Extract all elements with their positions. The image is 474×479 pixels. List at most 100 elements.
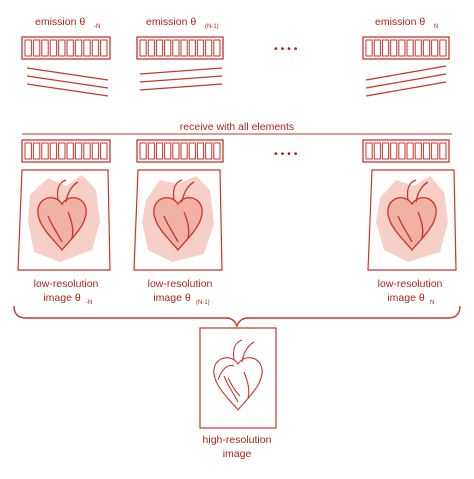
transducer-element <box>188 142 196 160</box>
transducer-element <box>172 39 180 57</box>
receive-label: receive with all elements <box>180 121 294 133</box>
emission-transducer-arrays <box>21 36 450 60</box>
transducer-array-icon <box>136 139 224 163</box>
transducer-element <box>41 142 49 160</box>
high-res-panel <box>199 327 277 429</box>
low-res-panel-middle <box>133 169 223 271</box>
low-res-label-line2: image θ <box>43 292 81 304</box>
transducer-element <box>439 39 447 57</box>
low-res-panel-right <box>367 169 457 271</box>
transducer-element <box>381 39 390 57</box>
transducer-element <box>414 142 422 160</box>
transducer-array-icon <box>362 139 450 163</box>
low-res-label-line1: low-resolution <box>378 278 443 290</box>
transducer-element <box>24 39 32 57</box>
transducer-element <box>414 39 422 57</box>
low-res-subscript: (N-1) <box>196 300 210 306</box>
transducer-element <box>213 39 221 57</box>
transducer-element <box>32 142 41 160</box>
transducer-element <box>139 39 147 57</box>
transducer-element <box>398 142 406 160</box>
high-res-label-line2: image <box>223 448 252 460</box>
transducer-element <box>431 39 439 57</box>
transducer-element <box>196 39 205 57</box>
emission-subscript: N <box>434 24 438 30</box>
transducer-element <box>180 39 188 57</box>
transducer-array-icon <box>136 36 224 60</box>
transducer-element <box>431 142 439 160</box>
transducer-element <box>164 39 172 57</box>
transducer-element <box>398 39 406 57</box>
transducer-element <box>422 142 431 160</box>
transducer-element <box>381 142 390 160</box>
transducer-element <box>58 39 66 57</box>
emission-label: emission θ <box>146 16 196 28</box>
transducer-element <box>422 39 431 57</box>
transducer-element <box>406 39 414 57</box>
transducer-element <box>100 39 108 57</box>
heart-outline-icon <box>213 339 263 411</box>
low-res-label-line1: low-resolution <box>34 278 99 290</box>
wavefront-middle <box>139 67 223 91</box>
transducer-element <box>83 142 91 160</box>
low-res-label-line1: low-resolution <box>148 278 213 290</box>
transducer-element <box>164 142 172 160</box>
receive-transducer-arrays <box>21 139 450 163</box>
transducer-element <box>147 39 155 57</box>
emission-group-left: emission θ -N <box>35 16 100 30</box>
transducer-element <box>373 142 381 160</box>
transducer-element <box>74 39 83 57</box>
transducer-element <box>66 142 74 160</box>
transducer-array-icon <box>21 139 111 163</box>
transducer-element <box>58 142 66 160</box>
transducer-element <box>74 142 83 160</box>
transducer-element <box>147 142 155 160</box>
transducer-element <box>172 142 180 160</box>
ellipsis-top: • • • • <box>274 43 298 55</box>
transducer-array-icon <box>21 36 111 60</box>
transducer-element <box>49 39 58 57</box>
transducer-element <box>373 39 381 57</box>
low-res-subscript: N <box>430 300 434 306</box>
transducer-element <box>32 39 41 57</box>
emission-subscript: -N <box>94 24 100 30</box>
ellipsis-middle: • • • • <box>274 148 298 160</box>
emission-group-middle: emission θ (N-1) <box>146 16 219 30</box>
transducer-element <box>365 39 373 57</box>
wavefront-right <box>365 65 447 97</box>
low-res-label-line2: image θ <box>153 292 191 304</box>
emission-label: emission θ <box>35 16 85 28</box>
transducer-element <box>390 142 398 160</box>
transducer-element <box>439 142 447 160</box>
transducer-element <box>139 142 147 160</box>
transducer-element <box>196 142 205 160</box>
transducer-element <box>180 142 188 160</box>
transducer-element <box>41 39 49 57</box>
emission-group-right: emission θ N <box>375 16 438 30</box>
transducer-element <box>66 39 74 57</box>
wavefront-left <box>26 67 109 97</box>
low-res-panel-left <box>17 169 111 271</box>
transducer-element <box>155 39 164 57</box>
transducer-element <box>205 39 213 57</box>
transducer-element <box>49 142 58 160</box>
transducer-element <box>365 142 373 160</box>
transducer-element <box>406 142 414 160</box>
emission-subscript: (N-1) <box>205 24 219 30</box>
low-res-label-line2: image θ <box>387 292 425 304</box>
low-res-subscript: -N <box>86 300 92 306</box>
transducer-element <box>188 39 196 57</box>
high-res-label-line1: high-resolution <box>203 434 272 446</box>
transducer-element <box>213 142 221 160</box>
transducer-element <box>83 39 91 57</box>
transducer-element <box>390 39 398 57</box>
emission-label: emission θ <box>375 16 425 28</box>
transducer-array-icon <box>362 36 450 60</box>
transducer-element <box>100 142 108 160</box>
transducer-element <box>91 142 100 160</box>
curly-brace-icon <box>13 305 461 328</box>
transducer-element <box>91 39 100 57</box>
transducer-element <box>155 142 164 160</box>
